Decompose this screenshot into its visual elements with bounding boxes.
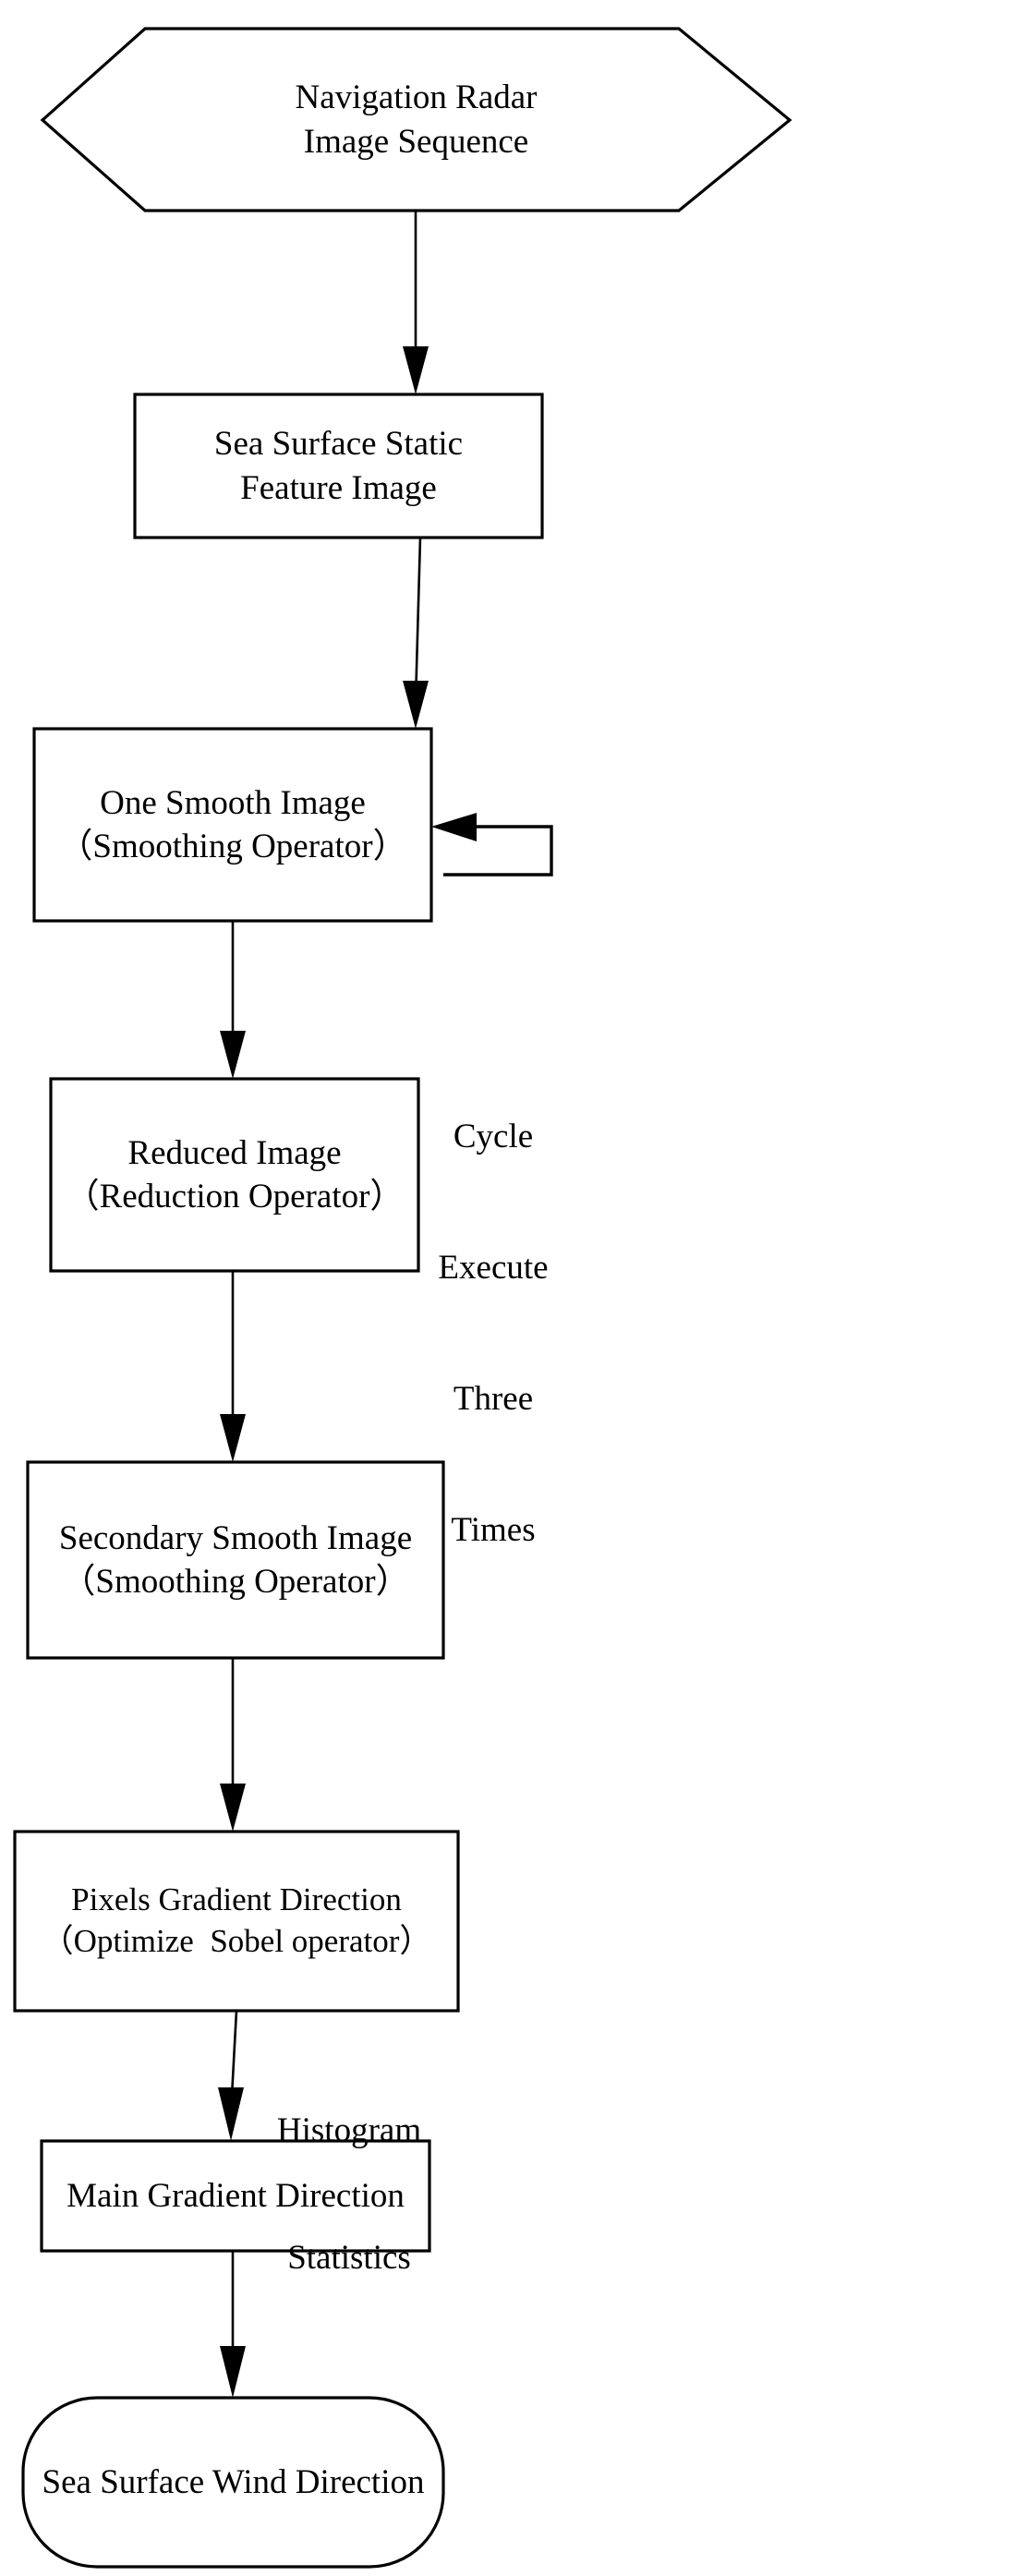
arrow-head-cycle (431, 813, 477, 841)
node-pixels-gradient-direction (13, 1830, 460, 2013)
arrow-head-3 (220, 1031, 246, 1079)
cycle-label-line: Execute (438, 1248, 549, 1287)
node-main-gradient-direction (40, 2139, 431, 2253)
histogram-label-line: Histogram (276, 2110, 422, 2149)
edge-line-2 (414, 537, 422, 703)
node-navigation-radar-image-sequence (40, 27, 792, 212)
arrow-head-6 (218, 2087, 244, 2141)
node-one-smooth-image (32, 727, 433, 923)
histogram-label-line: Statistics (287, 2239, 411, 2278)
node-secondary-smooth-image (26, 1460, 445, 1660)
arrow-head-7 (220, 2346, 246, 2398)
edge-label-histogram-statistics: Histogram Statistics (248, 2024, 451, 2365)
cycle-label-line: Times (451, 1510, 536, 1549)
edge-label-cycle-execute-three-times: Cycle Execute Three Times (434, 1027, 552, 1639)
arrow-head-2 (403, 681, 429, 729)
node-reduced-image (49, 1077, 420, 1273)
arrow-head-5 (220, 1784, 246, 1832)
node-sea-surface-wind-direction (21, 2396, 445, 2569)
arrow-head-1 (403, 346, 429, 394)
cycle-label-line: Cycle (453, 1117, 534, 1155)
edge-cycle-feedback-path (443, 825, 553, 877)
node-sea-surface-static-feature-image (133, 393, 544, 539)
arrow-head-4 (220, 1414, 246, 1462)
cycle-label-line: Three (453, 1379, 534, 1418)
